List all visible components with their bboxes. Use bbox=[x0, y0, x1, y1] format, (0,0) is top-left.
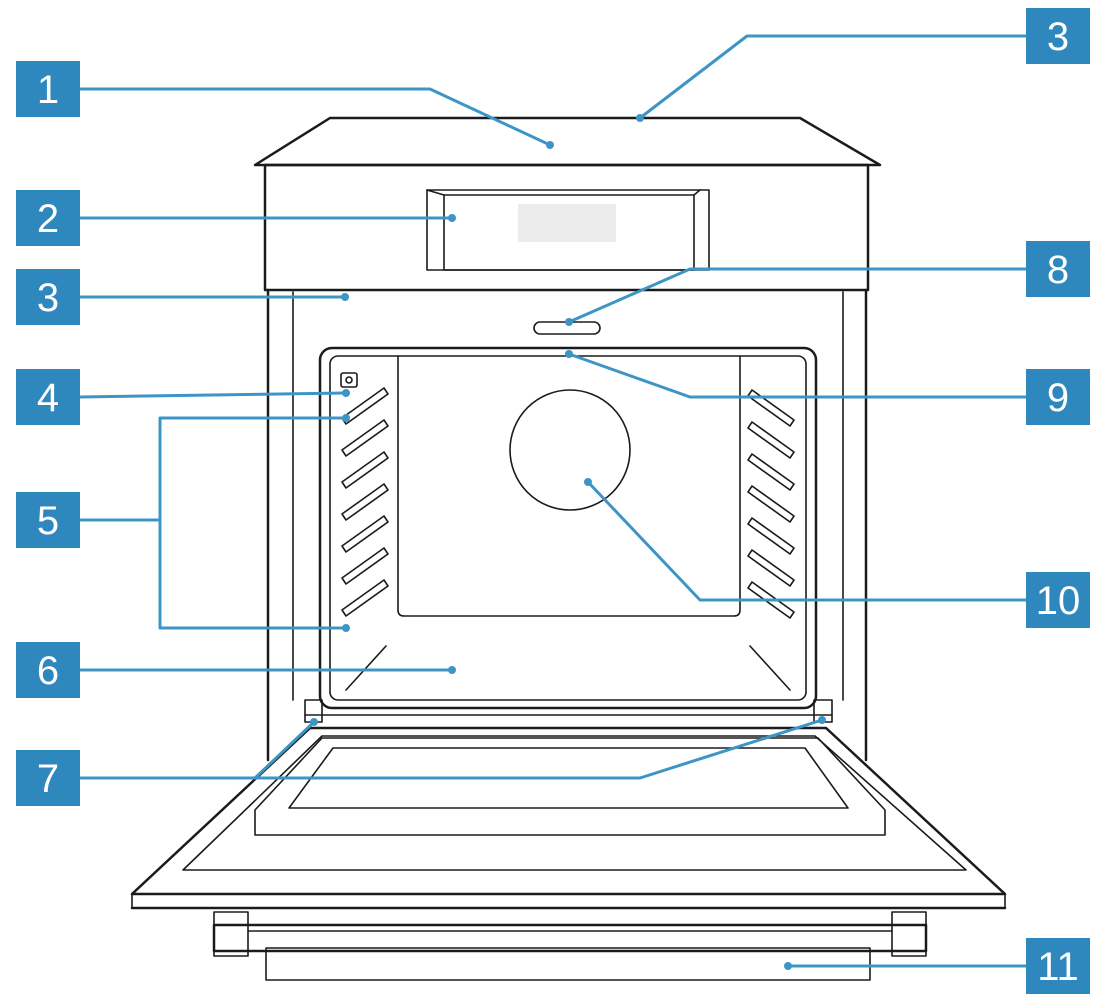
leader-6-dot bbox=[448, 666, 456, 674]
leader-5-dot bbox=[342, 414, 350, 422]
callout-10-label: 10 bbox=[1036, 579, 1081, 623]
oven-cavity bbox=[318, 346, 818, 710]
door-glass bbox=[288, 747, 849, 809]
callout-5: 5 bbox=[16, 492, 80, 548]
callout-11: 11 bbox=[1026, 938, 1090, 994]
leader-5b bbox=[158, 518, 348, 630]
callout-8: 8 bbox=[1026, 241, 1090, 297]
leader-7b-dot bbox=[818, 716, 826, 724]
oven-body bbox=[253, 116, 882, 762]
leader-4-dot bbox=[342, 389, 350, 397]
callout-3-side: 3 bbox=[16, 269, 80, 325]
leader-5b-dot bbox=[342, 624, 350, 632]
callout-3-top-label: 3 bbox=[1047, 15, 1069, 59]
drawer-front bbox=[265, 947, 871, 981]
callout-7-label: 7 bbox=[37, 757, 59, 801]
leader-8 bbox=[567, 267, 1028, 324]
leader-7b bbox=[253, 718, 824, 780]
callout-8-label: 8 bbox=[1047, 248, 1069, 292]
leader-11-dot bbox=[784, 962, 792, 970]
leader-7a-dot bbox=[310, 718, 318, 726]
callout-10: 10 bbox=[1026, 572, 1090, 628]
top-trim bbox=[253, 116, 882, 167]
callout-1-label: 1 bbox=[37, 68, 59, 112]
callout-2: 2 bbox=[16, 190, 80, 246]
callout-3-top: 3 bbox=[1026, 8, 1090, 64]
callout-9-label: 9 bbox=[1047, 376, 1069, 420]
leader-10 bbox=[586, 480, 1028, 602]
leader-9-dot bbox=[565, 350, 573, 358]
leader-1-dot bbox=[546, 141, 554, 149]
callout-6-label: 6 bbox=[37, 649, 59, 693]
oven-door bbox=[130, 726, 1007, 910]
fan-cover bbox=[509, 389, 631, 511]
door-handle bbox=[212, 923, 928, 953]
leader-8-dot bbox=[565, 318, 573, 326]
back-wall bbox=[397, 355, 741, 617]
callout-2-label: 2 bbox=[37, 197, 59, 241]
door-handle-drawer bbox=[212, 911, 928, 981]
callout-11-label: 11 bbox=[1037, 945, 1079, 989]
callout-9: 9 bbox=[1026, 369, 1090, 425]
callout-4: 4 bbox=[16, 369, 80, 425]
leader-3-top bbox=[638, 34, 1028, 120]
callout-1: 1 bbox=[16, 61, 80, 117]
leader-10-dot bbox=[584, 478, 592, 486]
shelf-rails-left bbox=[341, 387, 389, 617]
door-outer bbox=[130, 726, 1007, 896]
leader-3-side-dot bbox=[341, 293, 349, 301]
leader-lines bbox=[78, 34, 1028, 970]
callout-6: 6 bbox=[16, 642, 80, 698]
oven-light bbox=[340, 372, 358, 388]
leader-9 bbox=[567, 352, 1028, 399]
shelf-rails-right bbox=[747, 389, 795, 619]
leader-5 bbox=[78, 416, 348, 522]
display-screen bbox=[518, 204, 616, 242]
control-panel-display bbox=[443, 194, 695, 271]
leader-7a bbox=[78, 720, 316, 780]
door-inner-panel bbox=[254, 737, 886, 836]
leader-3-top-dot bbox=[636, 114, 644, 122]
leader-1 bbox=[78, 87, 552, 147]
cabinet-sides bbox=[266, 288, 868, 762]
callout-5-label: 5 bbox=[37, 499, 59, 543]
callout-3-side-label: 3 bbox=[37, 276, 59, 320]
callout-4-label: 4 bbox=[37, 376, 59, 420]
leader-2-dot bbox=[448, 214, 456, 222]
leader-4 bbox=[78, 391, 348, 399]
callout-7: 7 bbox=[16, 750, 80, 806]
